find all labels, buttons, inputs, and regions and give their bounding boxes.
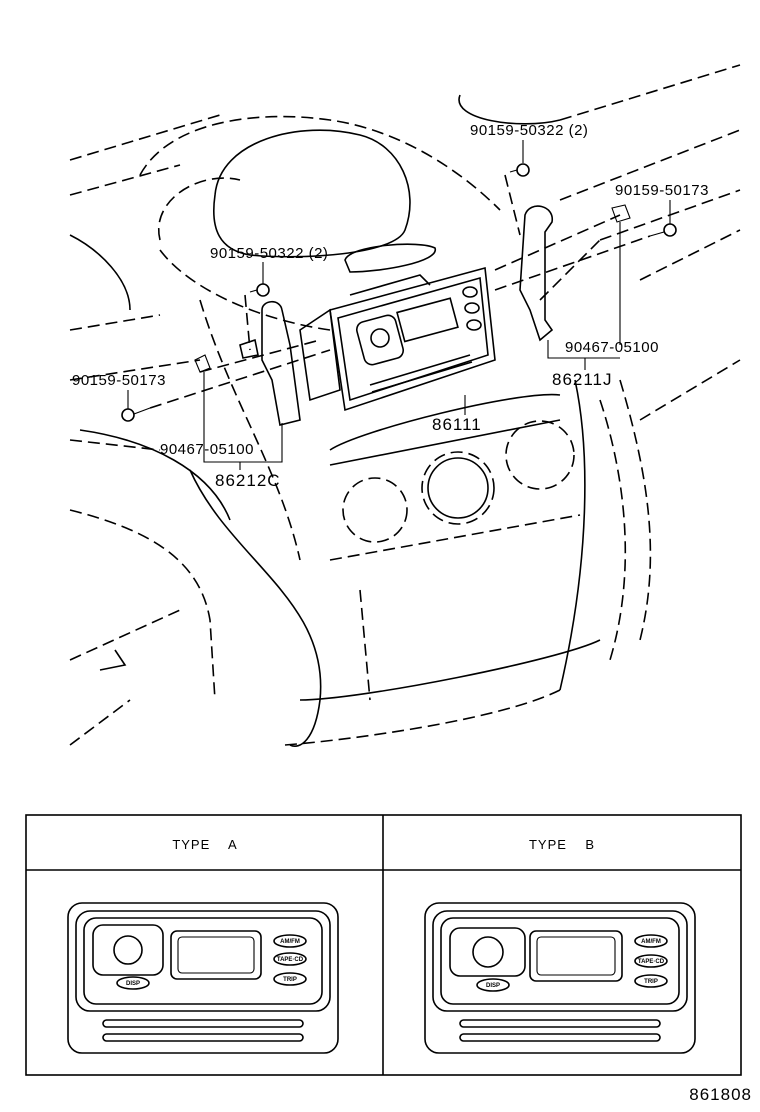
part-label: 90159-50322 (2) — [210, 245, 328, 262]
type-b-title: TYPE B — [529, 837, 595, 852]
type-table: TYPE A TYPE B — [25, 814, 742, 1076]
type-a-faceplate: AM/FM TAPE·CD TRIP DISP — [67, 902, 339, 1054]
am-fm-button: AM/FM — [641, 939, 661, 945]
disp-button: DISP — [126, 981, 140, 987]
disp-button: DISP — [486, 983, 500, 989]
figure-number: 861808 — [689, 1085, 752, 1104]
part-label: 90159-50322 (2) — [470, 122, 588, 139]
part-label: 86212C — [215, 471, 281, 490]
am-fm-button: AM/FM — [280, 939, 300, 945]
trip-button: TRIP — [644, 979, 658, 985]
radio-unit-86111 — [299, 266, 496, 412]
tape-cd-button: TAPE·CD — [638, 959, 665, 965]
screws — [121, 163, 677, 422]
right-bracket-86211j — [504, 174, 631, 342]
leader-lines — [127, 140, 671, 470]
type-a-title: TYPE A — [172, 837, 237, 852]
part-label: 90159-50173 — [72, 372, 166, 389]
part-label: 90159-50173 — [615, 182, 709, 199]
left-bracket-86212c — [194, 294, 301, 426]
tape-cd-button: TAPE·CD — [277, 957, 304, 963]
part-label: 86111 — [432, 415, 482, 434]
part-label: 90467-05100 — [160, 441, 254, 458]
dashboard-outline — [69, 64, 741, 747]
type-b-faceplate: AM/FM TAPE·CD TRIP DISP — [424, 902, 696, 1054]
trip-button: TRIP — [283, 977, 297, 983]
part-label: 86211J — [552, 370, 613, 389]
part-label: 90467-05100 — [565, 339, 659, 356]
